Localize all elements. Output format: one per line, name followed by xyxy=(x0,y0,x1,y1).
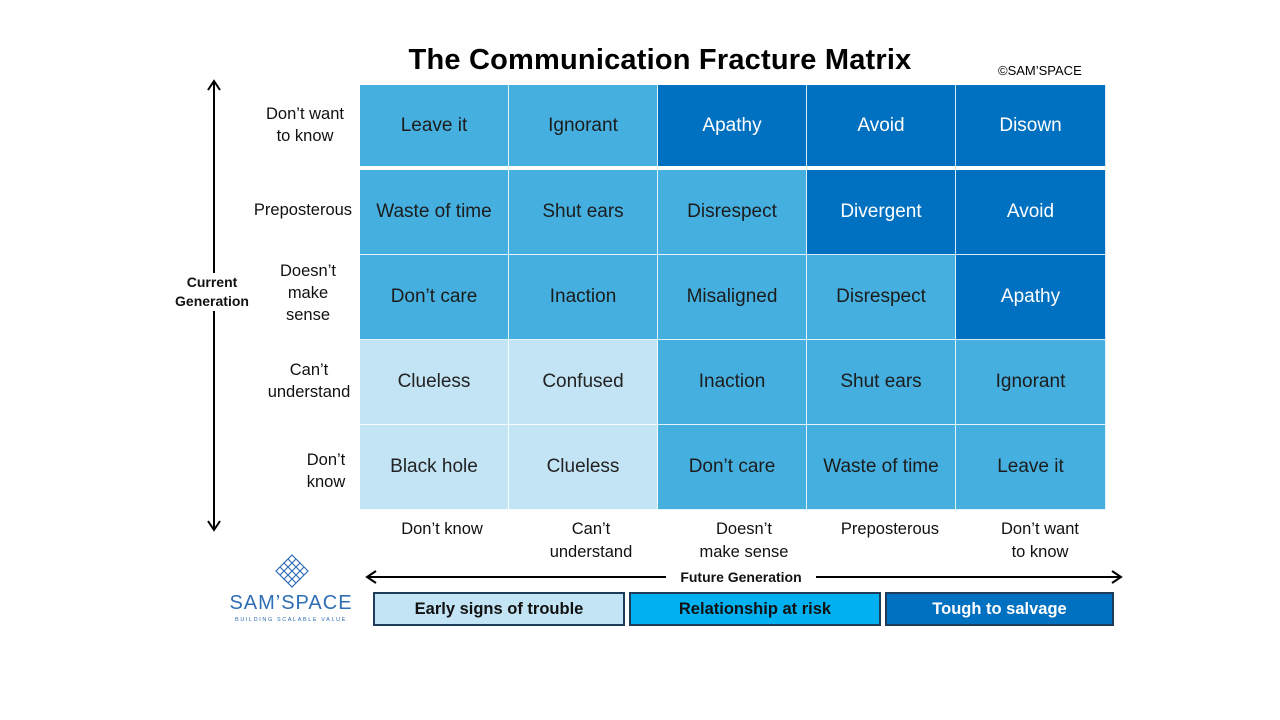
matrix-cell: Inaction xyxy=(658,340,807,425)
copyright-notice: ©SAM’SPACE xyxy=(998,63,1082,78)
y-axis-label: Current Generation xyxy=(162,273,262,311)
col-label-line: understand xyxy=(549,543,633,561)
col-label-line: Preposterous xyxy=(840,520,940,538)
row-label-cant-understand: Can’t understand xyxy=(258,359,360,403)
diamond-logo-icon xyxy=(275,554,309,588)
samspace-logo: SAM’SPACE BUILDING SCALABLE VALUE xyxy=(226,552,356,628)
matrix-cell: Don’t care xyxy=(658,425,807,510)
matrix-cell: Disrespect xyxy=(807,255,956,340)
row-label-dont-know: Don’t know xyxy=(286,449,366,493)
col-label-line: to know xyxy=(1011,543,1069,561)
row-label-line: understand xyxy=(267,383,351,401)
matrix-cell: Shut ears xyxy=(807,340,956,425)
legend-relationship-at-risk: Relationship at risk xyxy=(629,592,881,626)
row-label-doesnt-make-sense: Doesn’t make sense xyxy=(262,260,354,326)
row-label-line: Don’t xyxy=(306,451,346,469)
legend-early-signs: Early signs of trouble xyxy=(373,592,625,626)
matrix-cell: Apathy xyxy=(956,255,1106,340)
page-title: The Communication Fracture Matrix xyxy=(408,44,912,76)
matrix-cell: Waste of time xyxy=(360,170,509,255)
legend-tough-to-salvage: Tough to salvage xyxy=(885,592,1114,626)
matrix-cell: Waste of time xyxy=(807,425,956,510)
y-axis-label-line1: Current xyxy=(186,274,238,290)
row-label-preposterous: Preposterous xyxy=(246,199,360,221)
col-label-line: make sense xyxy=(699,543,789,561)
row-label-line: know xyxy=(306,473,346,491)
col-label-dont-know: Don’t know xyxy=(372,518,512,541)
matrix-cell: Clueless xyxy=(360,340,509,425)
col-label-line: Don’t want xyxy=(1001,520,1079,538)
matrix-cell: Avoid xyxy=(807,85,956,170)
row-label-dont-want-to-know: Don’t want to know xyxy=(252,103,358,147)
x-axis-label: Future Generation xyxy=(666,568,816,586)
col-label-line: Doesn’t xyxy=(716,520,772,538)
col-label-doesnt-make-sense: Doesn’t make sense xyxy=(674,518,814,564)
matrix-cell: Ignorant xyxy=(509,85,658,170)
col-label-dont-want-to-know: Don’t want to know xyxy=(970,518,1110,564)
col-label-preposterous: Preposterous xyxy=(820,518,960,541)
matrix-cell: Ignorant xyxy=(956,340,1106,425)
matrix-cell: Confused xyxy=(509,340,658,425)
row-label-line: Can’t xyxy=(289,361,329,379)
matrix-cell: Misaligned xyxy=(658,255,807,340)
col-label-line: Don’t know xyxy=(401,520,483,538)
matrix-cell: Disrespect xyxy=(658,170,807,255)
matrix-cell: Black hole xyxy=(360,425,509,510)
fracture-matrix: Leave it Ignorant Apathy Avoid Disown Wa… xyxy=(360,85,1106,510)
matrix-cell: Clueless xyxy=(509,425,658,510)
matrix-cell: Divergent xyxy=(807,170,956,255)
matrix-cell: Shut ears xyxy=(509,170,658,255)
col-label-line: Can’t xyxy=(571,520,611,538)
logo-name: SAM’SPACE xyxy=(229,592,353,614)
row-label-line: sense xyxy=(285,306,331,324)
row-label-line: Preposterous xyxy=(253,201,353,219)
y-axis-label-line2: Generation xyxy=(175,293,249,309)
matrix-cell: Apathy xyxy=(658,85,807,170)
col-label-cant-understand: Can’t understand xyxy=(521,518,661,564)
row-label-line: Don’t want xyxy=(266,105,344,123)
matrix-cell: Disown xyxy=(956,85,1106,170)
matrix-cell: Don’t care xyxy=(360,255,509,340)
row-label-line: Doesn’t xyxy=(280,262,336,280)
row-label-line: to know xyxy=(276,127,334,145)
matrix-cell: Avoid xyxy=(956,170,1106,255)
matrix-cell: Inaction xyxy=(509,255,658,340)
matrix-cell: Leave it xyxy=(956,425,1106,510)
logo-tagline: BUILDING SCALABLE VALUE xyxy=(235,617,347,623)
matrix-cell: Leave it xyxy=(360,85,509,170)
row-label-line: make xyxy=(287,284,329,302)
